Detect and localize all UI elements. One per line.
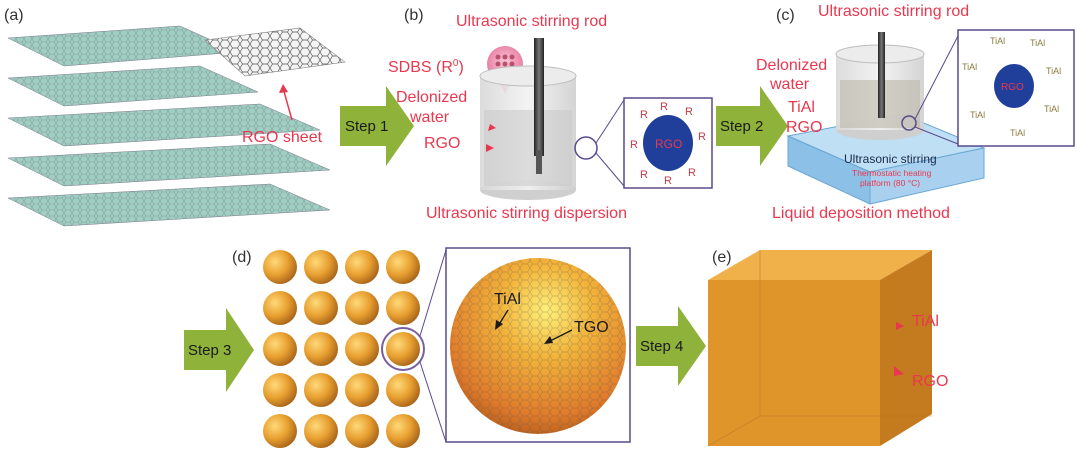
r0-label: R bbox=[685, 106, 693, 118]
c-rod-label: Ultrasonic stirring rod bbox=[818, 3, 969, 20]
panel-d-label: (d) bbox=[232, 249, 252, 266]
platform-line2: Thermostatic heating bbox=[852, 168, 932, 178]
r0-label: R bbox=[664, 175, 672, 187]
ring-tial: TiAl bbox=[1046, 66, 1061, 76]
r0-label: R bbox=[698, 131, 706, 143]
d-tial-label: TiAl bbox=[494, 291, 521, 308]
rgo-coating bbox=[450, 258, 626, 434]
d-tgo-label: TGO bbox=[574, 319, 609, 336]
rgo-sheet-callout: RGO sheet bbox=[242, 129, 323, 146]
tial-powder-sphere bbox=[345, 291, 379, 325]
tial-powder-sphere bbox=[345, 250, 379, 284]
tial-powder-sphere bbox=[304, 332, 338, 366]
step-2-arrow: Step 2 bbox=[716, 86, 788, 166]
water-label-line2: water bbox=[409, 109, 450, 126]
cube-front bbox=[708, 280, 880, 446]
d-zoom-line bbox=[420, 250, 446, 336]
tial-powder-sphere bbox=[386, 373, 420, 407]
c-water-line1: Delonized bbox=[756, 57, 827, 74]
step-3-arrow: Step 3 bbox=[184, 308, 254, 392]
rgo-sheet-lattice bbox=[8, 26, 238, 66]
step-2-label: Step 2 bbox=[720, 118, 763, 135]
r0-label: R bbox=[660, 101, 668, 113]
tial-powder-grid bbox=[263, 250, 420, 448]
panel-a: (a) RGO sheet bbox=[4, 7, 345, 226]
tial-powder-sphere bbox=[263, 291, 297, 325]
tial-powder-sphere bbox=[263, 414, 297, 448]
panel-b: (b) Ultrasonic stirring rod SDBS (R0) De… bbox=[388, 7, 712, 222]
e-rgo-label: RGO bbox=[912, 373, 948, 390]
step-4-arrow: Step 4 bbox=[636, 306, 706, 386]
ring-tial: TiAl bbox=[1030, 38, 1045, 48]
stirring-rod-tip bbox=[536, 150, 542, 174]
step-3-label: Step 3 bbox=[188, 342, 231, 359]
panel-b-caption: Ultrasonic stirring dispersion bbox=[426, 205, 627, 222]
rgo-sheet-stack bbox=[8, 26, 345, 226]
sdbs-label: SDBS (R0) bbox=[388, 58, 464, 76]
c-rgo-label: RGO bbox=[786, 119, 822, 136]
c-particle-label: RGO bbox=[1001, 82, 1024, 93]
ring-tial: TiAl bbox=[962, 62, 977, 72]
zoom-circle bbox=[575, 137, 597, 159]
zoom-line bbox=[596, 153, 624, 186]
beaker-liquid bbox=[484, 110, 572, 186]
tial-powder-sphere bbox=[386, 250, 420, 284]
tial-powder-sphere bbox=[263, 250, 297, 284]
step-1-label: Step 1 bbox=[345, 118, 388, 135]
sdbs-text: SDBS (R bbox=[388, 59, 453, 76]
tial-powder-sphere bbox=[304, 373, 338, 407]
tial-powder-sphere bbox=[263, 332, 297, 366]
r0-label: R bbox=[688, 167, 696, 179]
c-water-line2: water bbox=[769, 76, 810, 93]
r0-label: R bbox=[640, 109, 648, 121]
ring-tial: TiAl bbox=[990, 36, 1005, 46]
stirring-rod bbox=[534, 38, 544, 156]
panel-c-caption: Liquid deposition method bbox=[772, 205, 950, 222]
tial-powder-sphere bbox=[386, 332, 420, 366]
tial-powder-sphere bbox=[386, 291, 420, 325]
tial-powder-sphere bbox=[304, 414, 338, 448]
ring-tial: TiAl bbox=[1044, 104, 1059, 114]
panel-e: (e) TiAl RGO bbox=[708, 249, 948, 446]
platform-line1: Ultrasonic stirring bbox=[844, 152, 937, 166]
water-label-line1: Delonized bbox=[396, 89, 467, 106]
r0-label: R bbox=[630, 139, 638, 151]
tial-powder-sphere bbox=[304, 291, 338, 325]
panel-d: (d) TiAl TGO bbox=[232, 248, 630, 448]
tial-powder-sphere bbox=[345, 332, 379, 366]
panel-a-label: (a) bbox=[4, 7, 24, 24]
tial-powder-sphere bbox=[304, 250, 338, 284]
panel-b-label: (b) bbox=[404, 7, 424, 24]
step-4-label: Step 4 bbox=[640, 338, 683, 355]
panel-c-label: (c) bbox=[776, 7, 795, 24]
e-tial-label: TiAl bbox=[912, 313, 939, 330]
zoom-line bbox=[596, 100, 624, 143]
tial-powder-sphere bbox=[345, 373, 379, 407]
rgo-sheet-lattice bbox=[8, 66, 258, 106]
ring-tial: TiAl bbox=[970, 110, 985, 120]
ring-tial: TiAl bbox=[1010, 128, 1025, 138]
panel-e-label: (e) bbox=[712, 249, 732, 266]
panel-c: (c) Ultrasonic stirring rod Delonized wa… bbox=[756, 3, 1074, 222]
c-stirring-rod bbox=[878, 32, 885, 118]
rgo-single-sheet-lattice bbox=[205, 28, 345, 76]
tial-powder-sphere bbox=[263, 373, 297, 407]
rgo-particle-label: RGO bbox=[655, 137, 682, 151]
rod-label: Ultrasonic stirring rod bbox=[456, 13, 607, 30]
sdbs-close: ) bbox=[458, 59, 463, 76]
platform-line3: platform (80 °C) bbox=[860, 178, 920, 188]
rgo-sheet-pointer-head bbox=[279, 84, 288, 93]
tial-powder-sphere bbox=[386, 414, 420, 448]
r0-label: R bbox=[640, 169, 648, 181]
cube-side bbox=[880, 250, 932, 446]
beaker-rim bbox=[480, 66, 576, 86]
rgo-label: RGO bbox=[424, 135, 460, 152]
tial-powder-sphere bbox=[345, 414, 379, 448]
c-tial-label: TiAl bbox=[788, 99, 815, 116]
d-zoom-line bbox=[420, 362, 446, 442]
